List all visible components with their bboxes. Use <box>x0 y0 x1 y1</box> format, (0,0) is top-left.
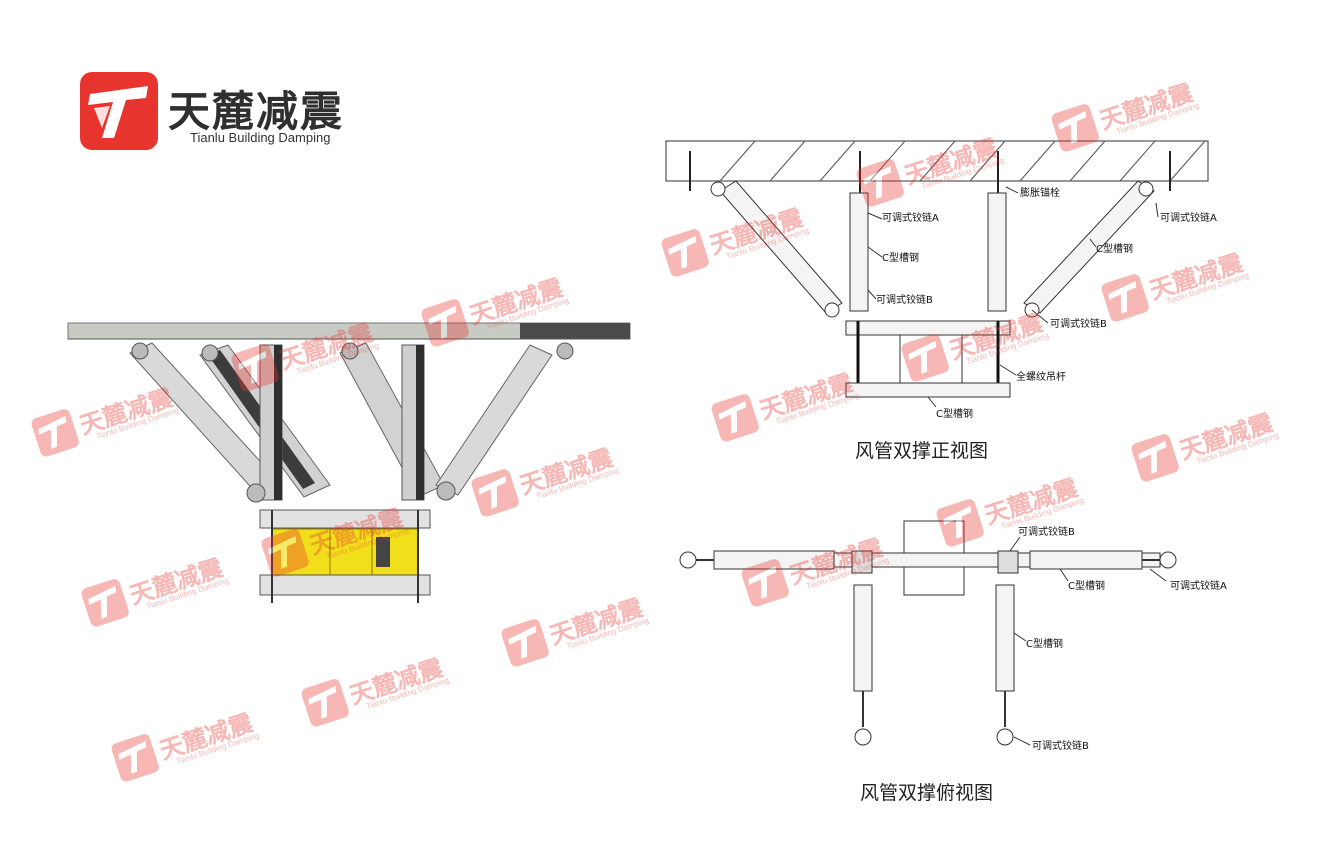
duct-section <box>271 528 419 576</box>
label-top-hinge-a-right: 可调式铰链A <box>1170 579 1227 592</box>
front-view-drawing: 膨胀锚栓 可调式铰链A 可调式铰链A C型槽钢 C型槽钢 可调式铰链B 可调式铰… <box>665 140 1217 420</box>
brand-logo: 天麓减震 Tianlu Building Damping <box>80 72 380 152</box>
label-hinge-a-left: 可调式铰链A <box>882 211 939 224</box>
top-view-drawing: 可调式铰链B C型槽钢 可调式铰链A C型槽钢 可调式铰链B <box>679 520 1227 752</box>
watermark-logo-icon <box>500 617 551 669</box>
label-threaded-rod: 全螺纹吊杆 <box>1016 370 1066 383</box>
label-hinge-a-right: 可调式铰链A <box>1160 211 1217 224</box>
front-view-caption: 风管双撑正视图 <box>855 440 989 462</box>
label-top-c-channel-right: C型槽钢 <box>1068 579 1105 592</box>
top-arm-right <box>1029 550 1143 570</box>
top-vertical-right <box>995 584 1015 692</box>
label-top-hinge-b: 可调式铰链B <box>1018 525 1075 538</box>
watermark-logo-icon <box>1130 432 1181 484</box>
watermark-logo-icon <box>300 677 351 729</box>
label-hinge-b-left: 可调式铰链B <box>876 293 933 306</box>
brand-subtitle: Tianlu Building Damping <box>190 130 331 145</box>
front-brace-left <box>719 180 843 314</box>
label-expansion-bolt: 膨胀锚栓 <box>1020 186 1060 199</box>
label-c-channel-left: C型槽钢 <box>882 251 919 264</box>
top-view-caption: 风管双撑俯视图 <box>860 782 994 804</box>
label-top-hinge-b-bottom: 可调式铰链B <box>1032 739 1089 752</box>
lower-frame-bottom-beam <box>259 574 431 596</box>
label-hinge-b-right: 可调式铰链B <box>1050 317 1107 330</box>
front-brace-right <box>1023 180 1155 314</box>
brace-right-outer <box>435 344 553 496</box>
label-c-channel-right: C型槽钢 <box>1096 242 1133 255</box>
top-arm-left <box>713 550 835 570</box>
top-vertical-left <box>853 584 873 692</box>
label-c-channel-bottom: C型槽钢 <box>936 407 973 420</box>
lower-frame-top-beam <box>259 509 431 529</box>
label-top-c-channel-vertical: C型槽钢 <box>1026 637 1063 650</box>
ceiling-slab-dark-end <box>520 323 630 339</box>
front-vertical-right <box>987 192 1007 312</box>
front-bottom-channel <box>845 382 1011 398</box>
front-top-channel <box>845 320 1011 336</box>
logo-mark-icon <box>80 72 158 150</box>
brace-center-left <box>339 342 445 498</box>
front-duct <box>899 334 963 384</box>
brand-name: 天麓减震 <box>168 87 345 136</box>
front-vertical-left <box>849 192 869 312</box>
watermark-logo-icon <box>110 732 161 784</box>
isometric-bracket-render <box>67 322 631 603</box>
